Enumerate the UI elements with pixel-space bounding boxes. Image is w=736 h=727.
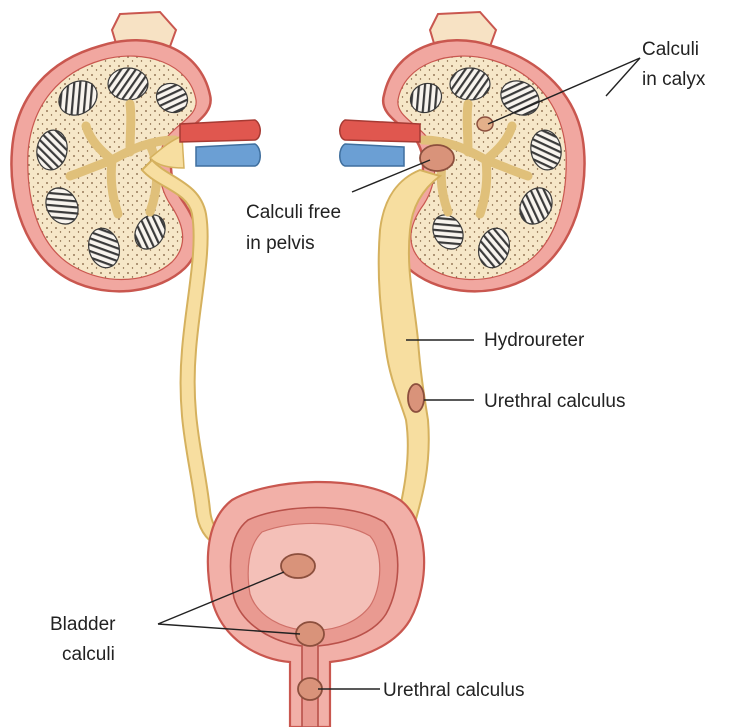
label-calculi-in-calyx-line2: in calyx [642,69,706,90]
label-bladder-calculi-line1: Bladder [50,614,116,635]
label-ureteral-calculus: Urethral calculus [484,391,626,412]
right-kidney [340,12,585,540]
calyx-calculus-stone [477,117,493,131]
label-calculi-free-line2: in pelvis [246,233,315,254]
label-calculi-in-calyx-line1: Calculi [642,39,699,60]
right-pyramid [450,68,490,100]
label-bladder-calculi-line2: calculi [62,644,115,665]
label-hydroureter: Hydroureter [484,330,585,351]
label-urethral-calculus: Urethral calculus [383,680,525,701]
leader-calyx-2 [606,58,640,96]
left-renal-artery [180,120,260,142]
bladder-mucosa [248,523,380,630]
pelvis-free-calculus-stone [420,145,454,171]
ureteral-calculus-stone [408,384,424,412]
right-renal-vein [340,144,404,166]
left-kidney [11,12,260,546]
label-calculi-free-line1: Calculi free [246,202,341,223]
left-pyramid [108,68,148,100]
right-renal-artery [340,120,420,142]
left-renal-vein [196,144,260,166]
bladder-neck-calculus-stone [296,622,324,646]
bladder-calculus-stone [281,554,315,578]
